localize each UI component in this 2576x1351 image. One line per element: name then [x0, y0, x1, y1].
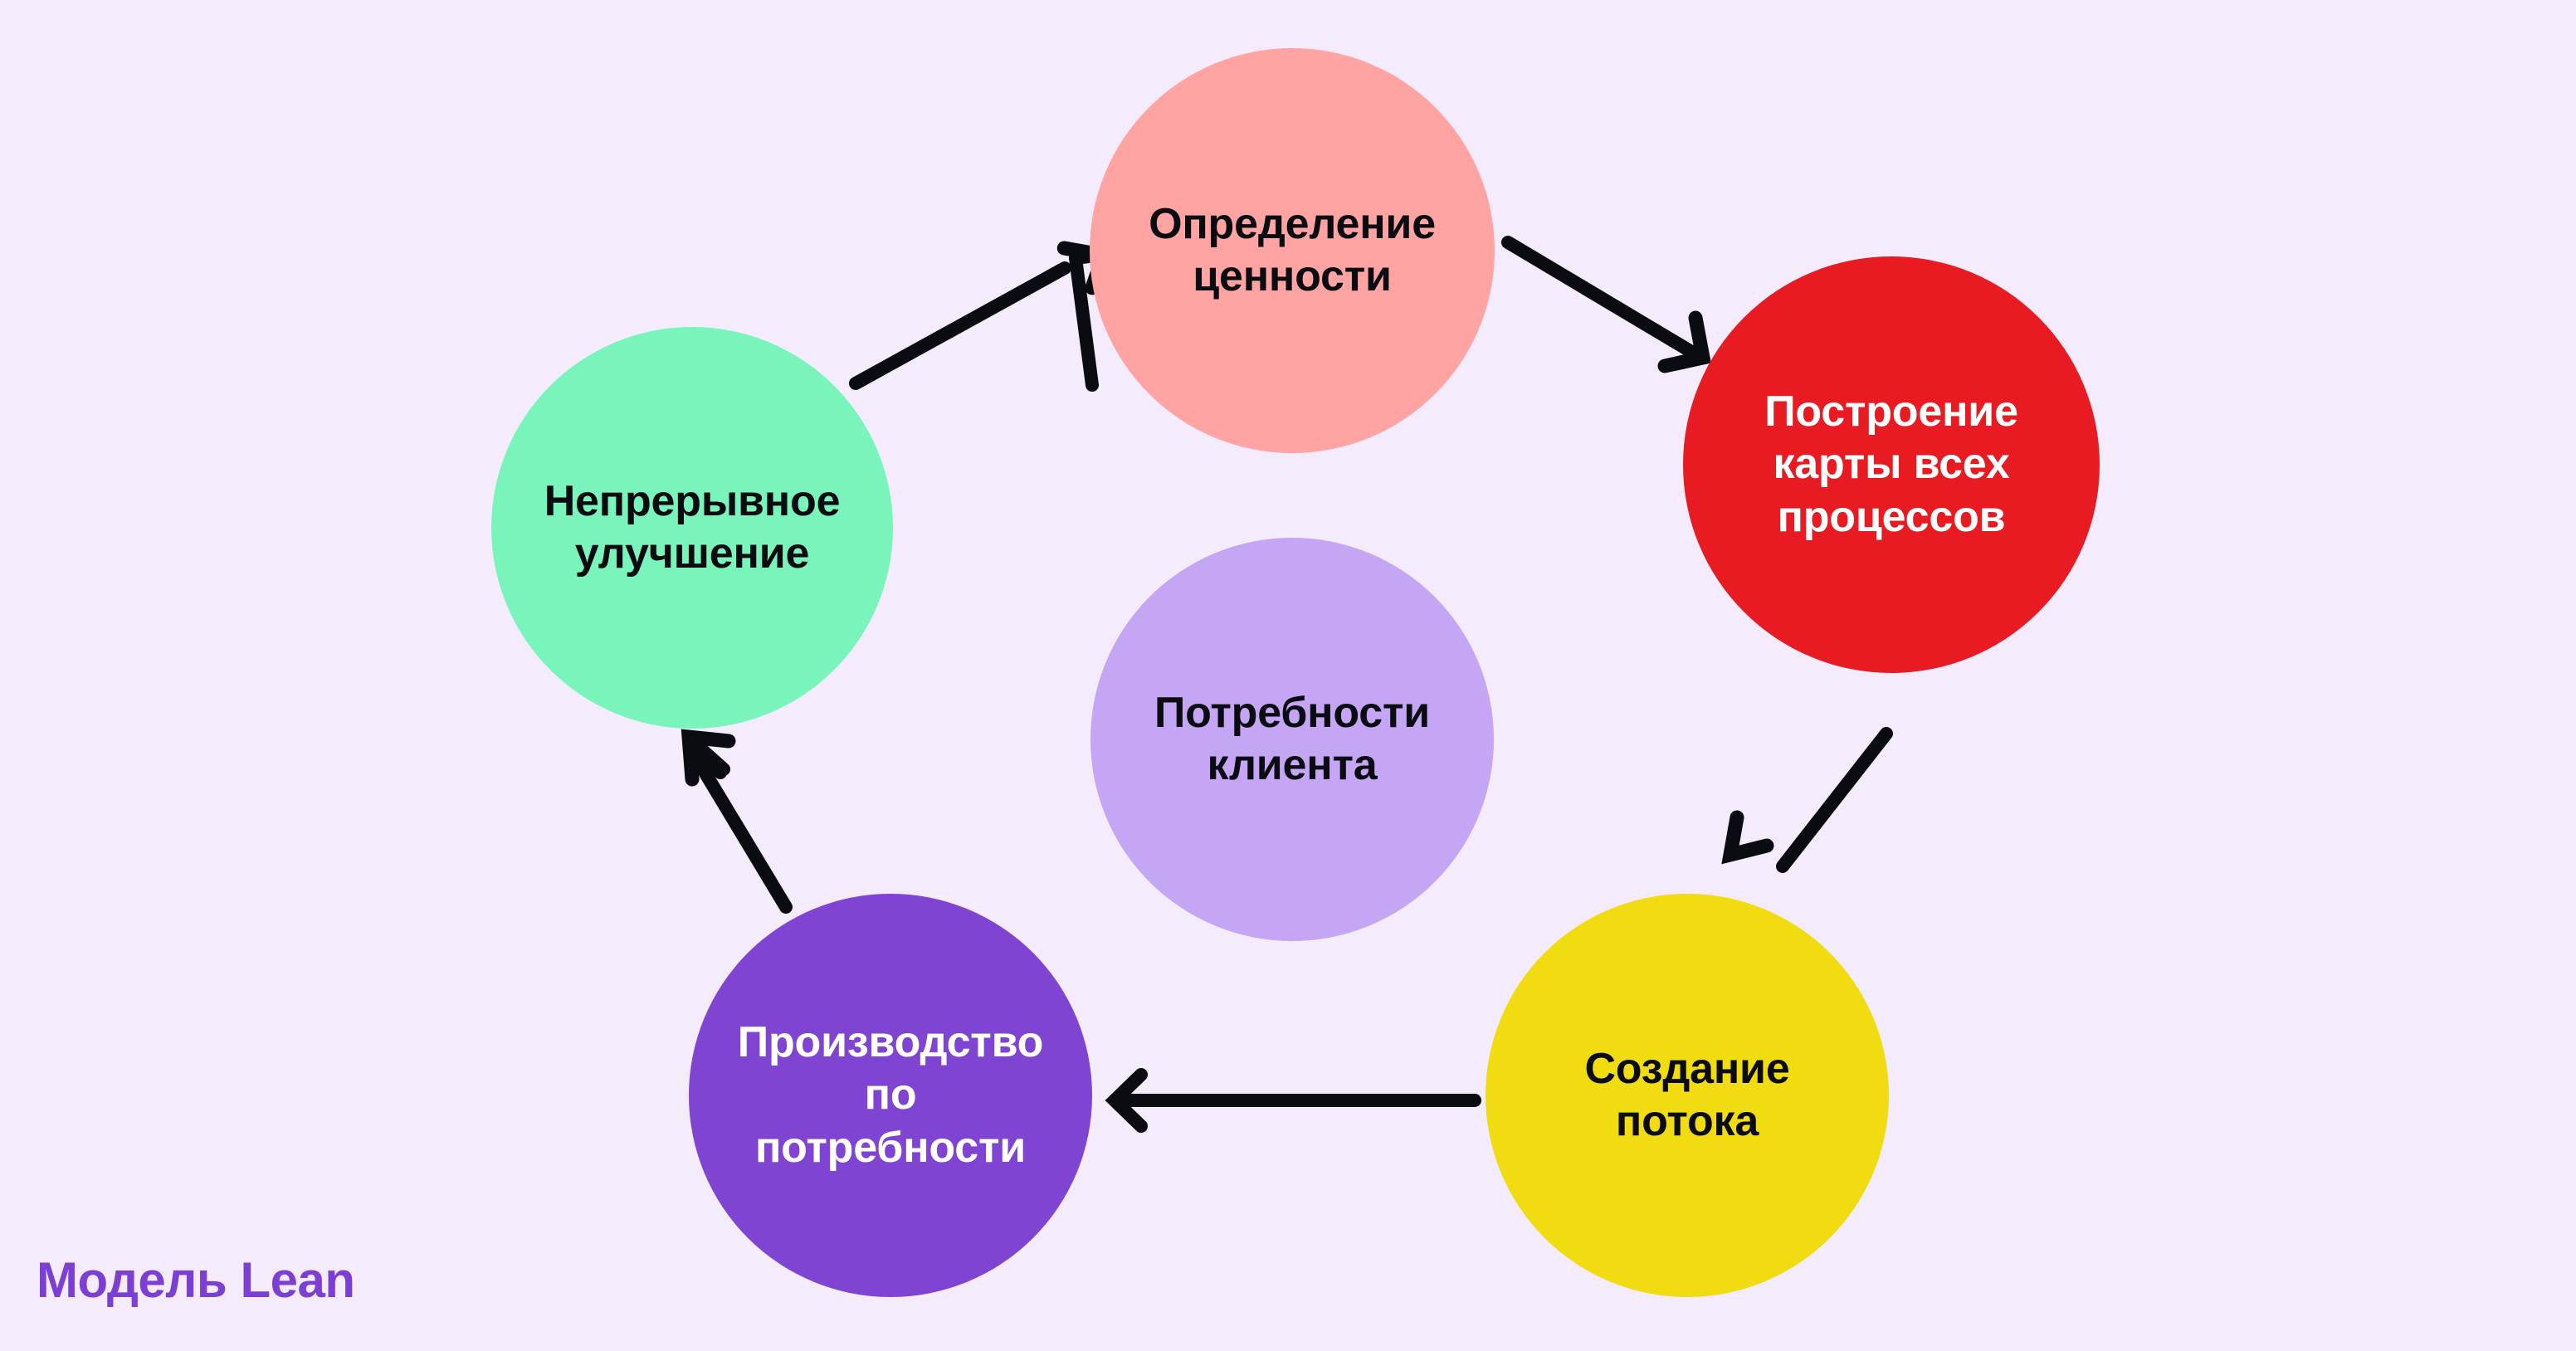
node-value-definition-label: Определение ценности [1149, 199, 1436, 300]
node-flow-creation-label: Создание потока [1584, 1044, 1790, 1145]
node-process-map-label: Построение карты всех процессов [1764, 387, 2018, 541]
node-pull-production-label: Производство по потребности [737, 1017, 1044, 1172]
arrowhead-to-improve [681, 729, 736, 787]
node-pull-production[interactable]: Производство по потребности [689, 894, 1092, 1297]
node-process-map[interactable]: Построение карты всех процессов [1683, 256, 2100, 673]
arrowhead-to-map [1657, 310, 1711, 373]
node-continuous-improvement[interactable]: Непрерывное улучшение [491, 327, 893, 729]
node-flow-creation[interactable]: Создание потока [1486, 894, 1889, 1297]
arrow-pull-to-improve [686, 735, 793, 914]
arrowhead-to-flow [1721, 810, 1774, 865]
node-value-definition[interactable]: Определение ценности [1090, 48, 1495, 453]
node-customer-needs-label: Потребности клиента [1154, 688, 1431, 789]
page-title: Модель Lean [37, 1252, 355, 1308]
node-customer-needs[interactable]: Потребности клиента [1090, 538, 1494, 941]
arrow-map-to-flow [1776, 727, 1893, 873]
node-continuous-improvement-label: Непрерывное улучшение [544, 476, 841, 578]
arrow-flow-to-pull [1105, 1068, 1481, 1133]
arrow-value-to-map [1501, 236, 1708, 364]
